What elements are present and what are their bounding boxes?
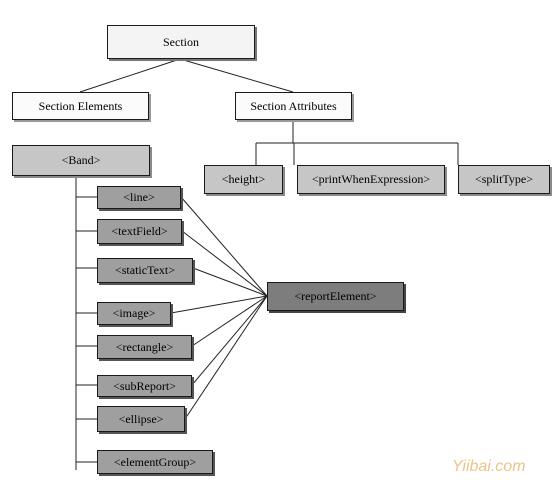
band-node: <Band> — [12, 145, 150, 176]
link-static-text-report-element — [192, 267, 268, 297]
element-static-text-node: <staticText> — [97, 258, 193, 283]
attribute-height-node: <height> — [204, 165, 283, 194]
element-rectangle-node: <rectangle> — [97, 335, 192, 359]
report-element-node: <reportElement> — [267, 282, 404, 311]
section-attributes-node: Section Attributes — [235, 92, 352, 120]
attribute-split-type-node: <splitType> — [458, 165, 550, 194]
section-node: Section — [107, 25, 255, 59]
element-sub-report-node: <subReport> — [97, 375, 192, 397]
element-text-field-node: <textField> — [97, 219, 182, 244]
link-line-report-element — [180, 196, 268, 297]
element-ellipse-node: <ellipse> — [97, 406, 185, 432]
link-ellipse-report-element — [184, 295, 268, 420]
connector-root-elements — [79, 58, 181, 93]
element-image-node: <image> — [97, 302, 171, 325]
attribute-print-when-expression-node: <printWhenExpression> — [297, 165, 445, 194]
element-line-node: <line> — [97, 186, 181, 209]
element-element-group-node: <elementGroup> — [97, 450, 213, 474]
link-rectangle-report-element — [191, 295, 268, 347]
watermark-logo: Yiibai.com — [452, 458, 526, 475]
connector-root-attributes — [179, 58, 294, 93]
link-image-report-element — [170, 295, 268, 314]
link-sub-report-report-element — [191, 295, 268, 386]
section-elements-node: Section Elements — [12, 92, 149, 120]
link-text-field-report-element — [181, 230, 268, 297]
